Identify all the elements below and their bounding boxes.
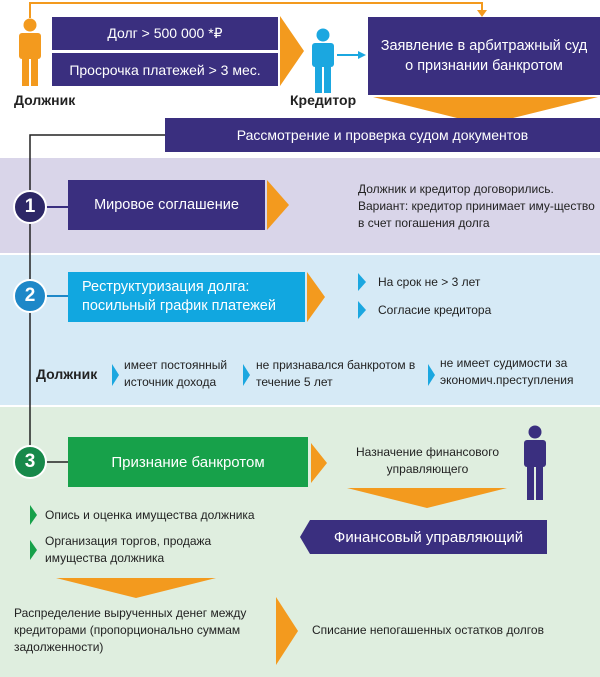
orange-chevron-icon bbox=[276, 597, 298, 665]
condition-debt: Долг > 500 000 *₽ bbox=[52, 17, 278, 50]
manager-person-icon bbox=[524, 425, 546, 500]
step2-debtor-label: Должник bbox=[36, 366, 98, 382]
blue-bullet-icon bbox=[112, 364, 119, 386]
review-box: Рассмотрение и проверка судом документов bbox=[165, 118, 600, 152]
financial-manager-box: Финансовый управляющий bbox=[310, 520, 547, 554]
blue-bullet-icon bbox=[358, 301, 366, 319]
step3-writeoff: Списание непогашенных остатков долгов bbox=[312, 623, 544, 637]
green-bullet-icon bbox=[30, 540, 37, 560]
step2-requirement: имеет постоянный источник дохода bbox=[124, 358, 228, 389]
step2-number: 2 bbox=[13, 279, 47, 313]
debtor-person-icon bbox=[19, 18, 41, 86]
green-bullet-icon bbox=[30, 505, 37, 525]
orange-down-arrow-icon bbox=[347, 488, 507, 508]
blue-bullet-icon bbox=[243, 364, 250, 386]
blue-bullet-icon bbox=[428, 364, 435, 386]
step2-bullet: На срок не > 3 лет bbox=[378, 275, 481, 289]
step3-appointment: Назначение финансового управляющего bbox=[355, 445, 500, 476]
application-box: Заявление в арбитражный суд о признании … bbox=[368, 17, 600, 95]
step2-title: Реструктуризация долга: посильный график… bbox=[68, 272, 305, 322]
orange-down-arrow-icon bbox=[373, 97, 598, 125]
creditor-label: Кредитор bbox=[290, 92, 357, 108]
step2-requirement: не имеет судимости за экономич.преступле… bbox=[440, 356, 574, 387]
navy-left-pointer-icon bbox=[300, 520, 310, 554]
step1-title: Мировое соглашение bbox=[68, 180, 265, 230]
step3-bullet: Организация торгов, продажа имущества до… bbox=[45, 534, 212, 565]
condition-overdue: Просрочка платежей > 3 мес. bbox=[52, 53, 278, 86]
blue-bullet-icon bbox=[358, 273, 366, 291]
creditor-person-icon bbox=[312, 28, 334, 93]
step3-bullet: Опись и оценка имущества должника bbox=[45, 508, 255, 522]
orange-chevron-icon bbox=[311, 443, 327, 483]
step1-description: Должник и кредитор договорились. Вариант… bbox=[358, 182, 595, 230]
step1-number: 1 bbox=[13, 190, 47, 224]
orange-chevron-icon bbox=[280, 16, 304, 86]
orange-chevron-icon bbox=[267, 180, 289, 230]
step2-requirement: не признавался банкротом в течение 5 лет bbox=[256, 358, 416, 389]
step2-bullet: Согласие кредитора bbox=[378, 303, 492, 317]
step3-number: 3 bbox=[13, 445, 47, 479]
debtor-label: Должник bbox=[14, 92, 76, 108]
step3-title: Признание банкротом bbox=[68, 437, 308, 487]
orange-chevron-icon bbox=[307, 272, 325, 322]
step3-distribution: Распределение вырученных денег между кре… bbox=[14, 606, 247, 654]
orange-down-arrow-icon bbox=[56, 578, 216, 598]
